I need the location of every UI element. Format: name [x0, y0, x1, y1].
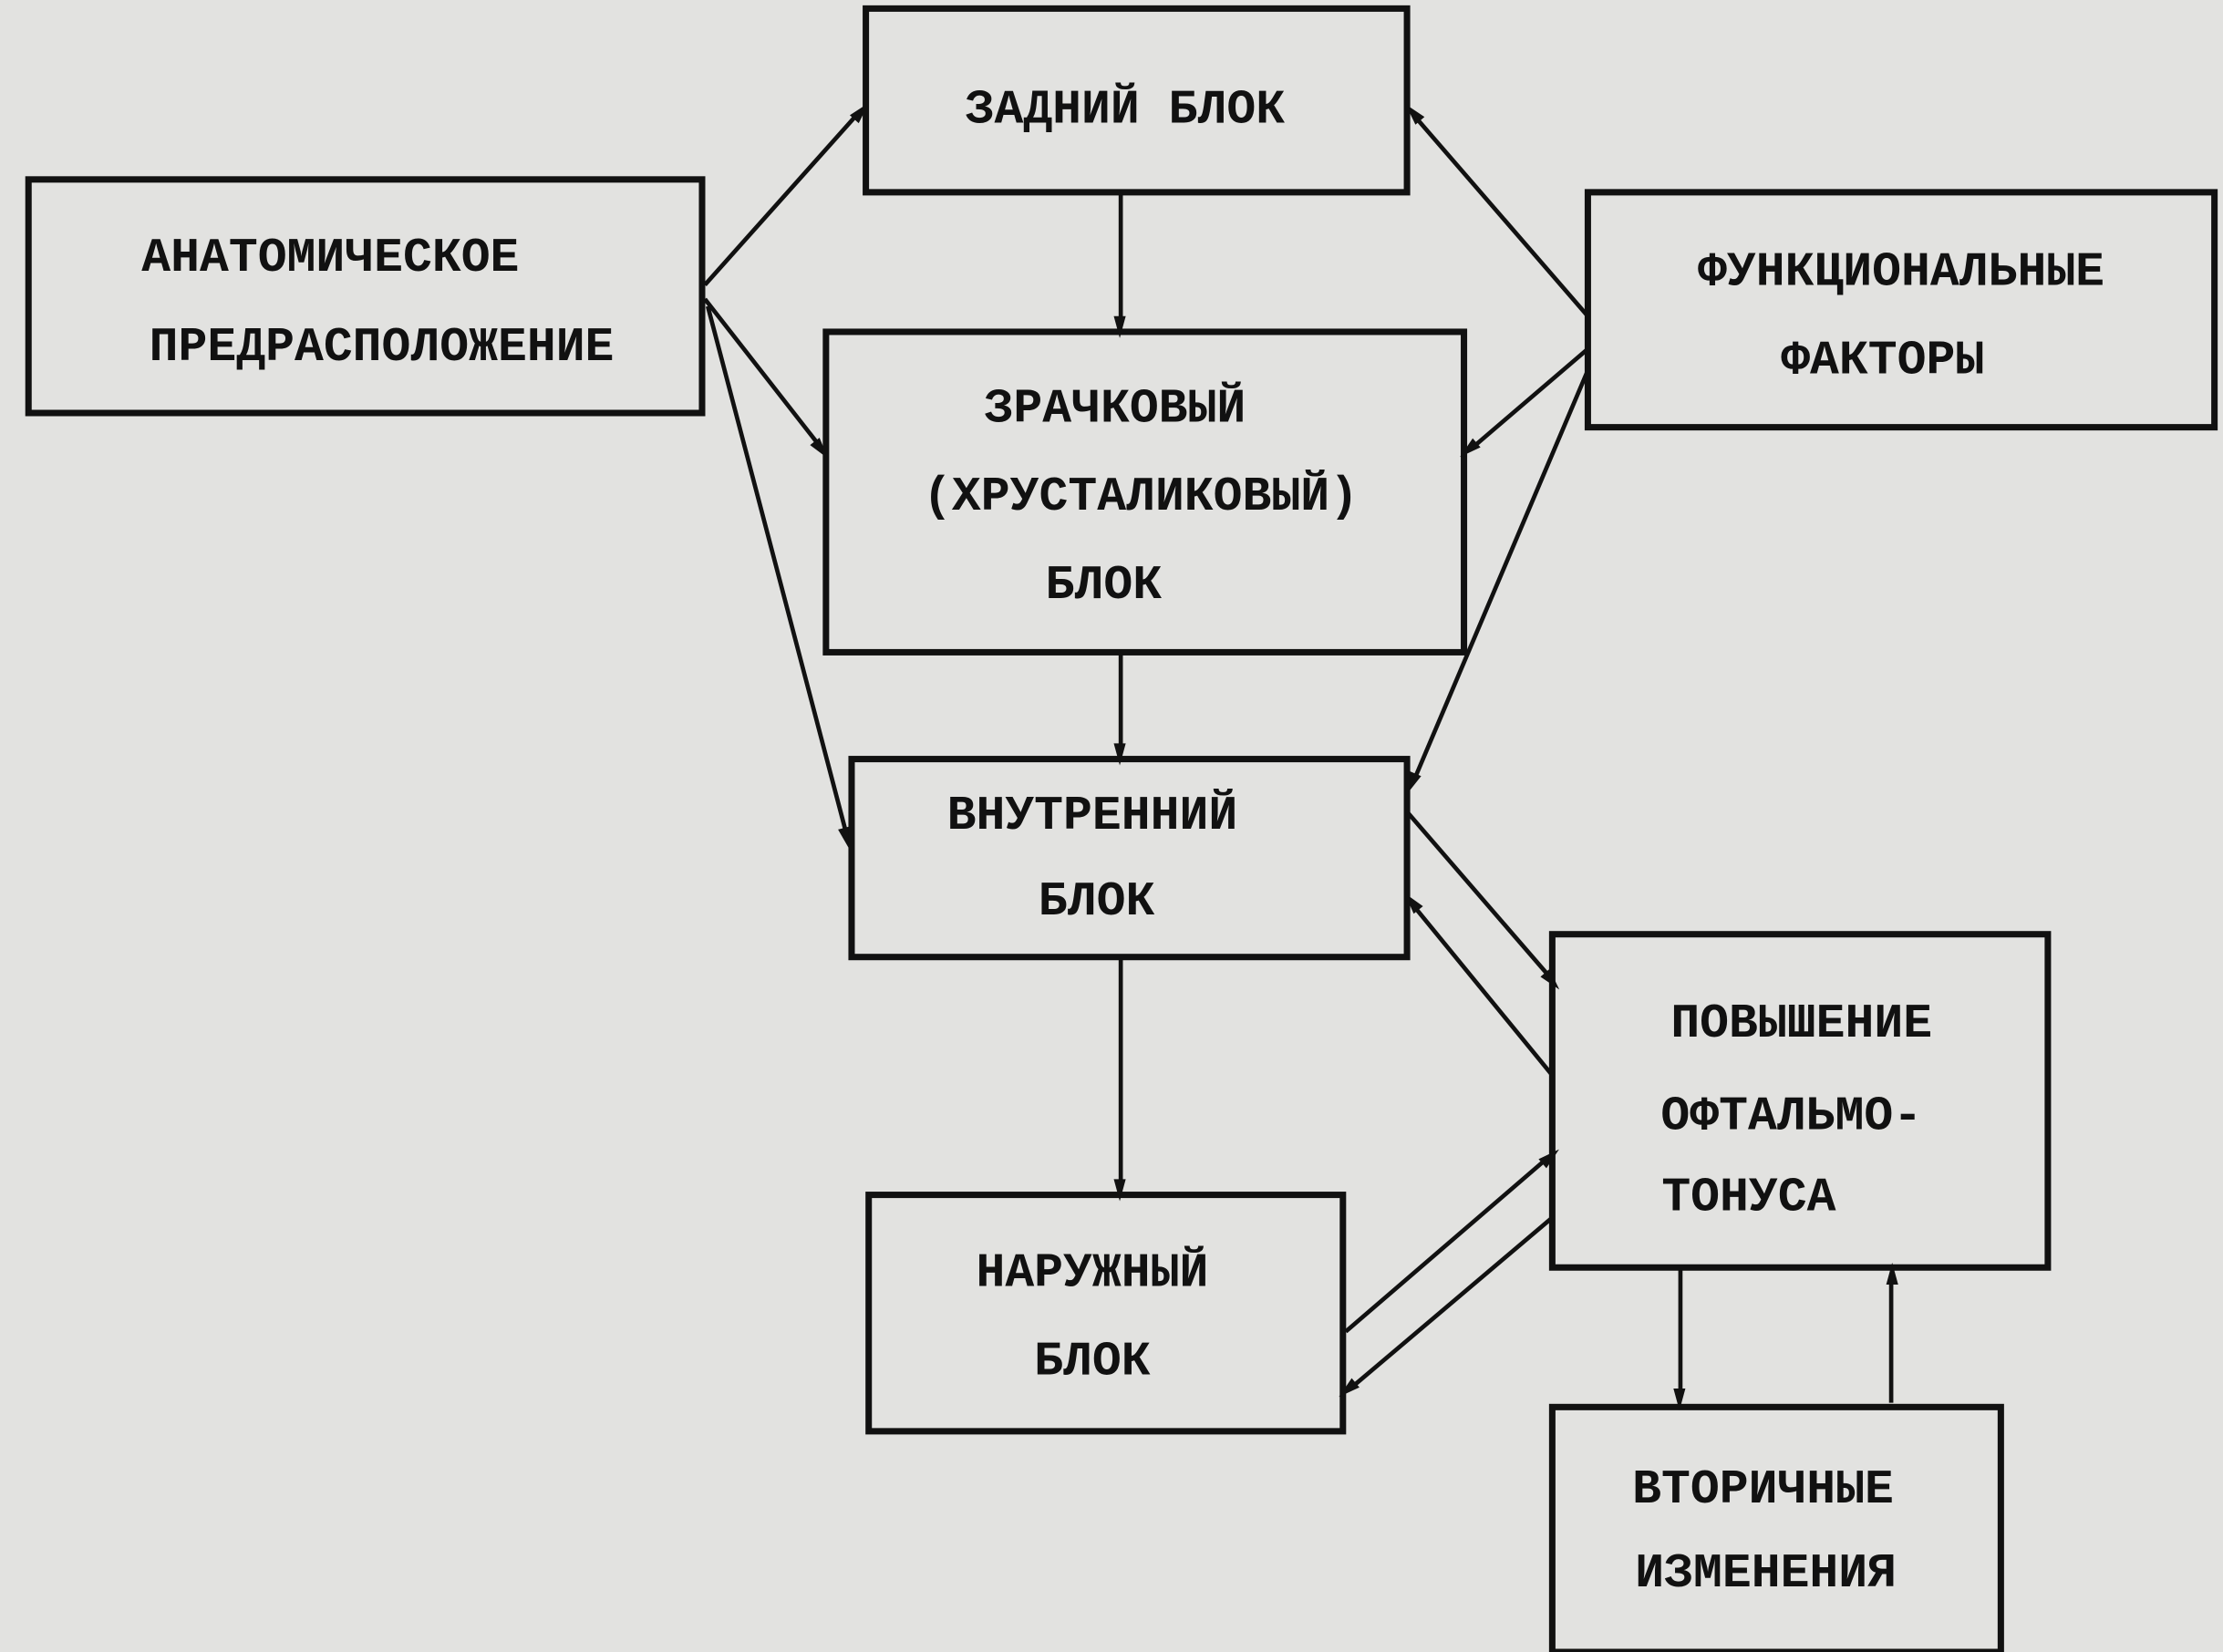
- arrow-povysh-to-narug: [1339, 1215, 1554, 1398]
- arrow-funk-to-zadniy: [1405, 104, 1590, 318]
- node-label: ФАКТОРЫ: [1781, 333, 1984, 387]
- arrow-funk-to-vnutr: [1407, 369, 1590, 794]
- node-zrachkovyi: ЗРАЧКОВЫЙ (ХРУСТАЛИКОВЫЙ) БЛОК: [822, 328, 1468, 656]
- node-label: ЗАДНИЙ БЛОК: [966, 81, 1286, 137]
- node-vtorichnye: ВТОРИЧНЫЕ ИЗМЕНЕНИЯ: [1548, 1403, 2004, 1652]
- node-vnutrenniy: ВНУТРЕННИЙ БЛОК: [848, 756, 1411, 961]
- node-label: ВТОРИЧНЫЕ: [1632, 1462, 1894, 1517]
- node-label: ОФТАЛЬМО-: [1660, 1089, 1922, 1144]
- node-label: ЗРАЧКОВЫЙ: [985, 380, 1246, 436]
- arrow-funk-to-zrach: [1460, 346, 1589, 458]
- arrow-anatom-to-vnutr: [705, 305, 850, 850]
- node-label: НАРУЖНЫЙ: [976, 1245, 1208, 1301]
- arrow-vnutr-to-povysh: [1405, 810, 1560, 990]
- node-label: ПРЕДРАСПОЛОЖЕНИЕ: [150, 320, 615, 375]
- arrow-povysh-to-vnutr: [1404, 893, 1555, 1077]
- node-label: ПОВЫШЕНИЕ: [1670, 996, 1932, 1051]
- arrow-narug-to-povysh: [1344, 1149, 1559, 1334]
- node-label: БЛОК: [1046, 558, 1163, 613]
- node-anatomicheskoe: АНАТОМИЧЕСКОЕ ПРЕДРАСПОЛОЖЕНИЕ: [25, 176, 706, 417]
- node-label: ИЗМЕНЕНИЯ: [1635, 1546, 1897, 1601]
- node-label: АНАТОМИЧЕСКОЕ: [141, 231, 519, 285]
- node-label: БЛОК: [1034, 1334, 1151, 1389]
- arrow-anatom-to-zadniy: [703, 102, 869, 286]
- node-label: ВНУТРЕННИЙ: [947, 788, 1238, 843]
- node-funktsionalnye: ФУНКЦИОНАЛЬНЫЕ ФАКТОРЫ: [1584, 189, 2218, 431]
- arrow-anatom-to-zrach: [703, 297, 829, 459]
- node-label: ТОНУСА: [1661, 1171, 1835, 1225]
- node-povyshenie: ПОВЫШЕНИЕ ОФТАЛЬМО- ТОНУСА: [1548, 931, 2052, 1271]
- node-label: (ХРУСТАЛИКОВЫЙ): [923, 469, 1359, 524]
- node-zadniy-blok: ЗАДНИЙ БЛОК: [863, 5, 1411, 196]
- node-label: БЛОК: [1039, 874, 1155, 929]
- node-label: ФУНКЦИОНАЛЬНЫЕ: [1698, 244, 2104, 299]
- edges: [703, 102, 1898, 1411]
- node-naruzhnyi: НАРУЖНЫЙ БЛОК: [865, 1192, 1347, 1435]
